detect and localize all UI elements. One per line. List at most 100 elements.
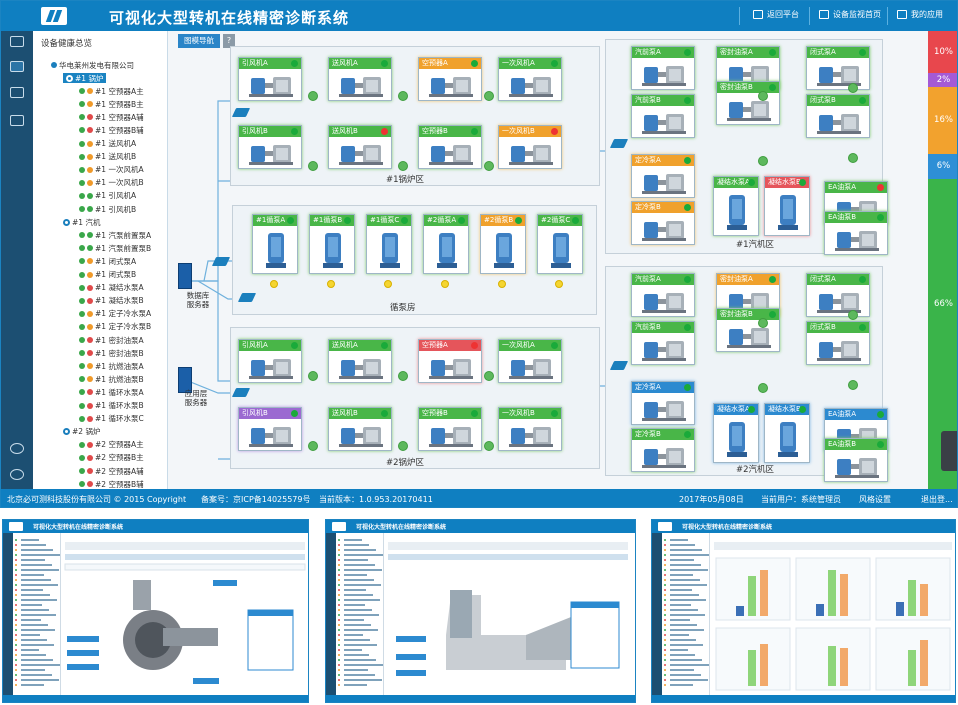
tree-item[interactable]: #1 空预器B主 bbox=[79, 99, 144, 109]
list-icon[interactable] bbox=[10, 61, 24, 72]
equipment-card[interactable]: 凝结水泵A bbox=[713, 176, 759, 236]
equipment-card[interactable]: EA油泵B bbox=[824, 211, 888, 255]
equipment-card[interactable]: 汽前泵A bbox=[631, 273, 695, 317]
equipment-card[interactable]: #1循泵C bbox=[366, 214, 412, 274]
tree-item[interactable]: #2 空预器A主 bbox=[79, 440, 144, 450]
tree-group[interactable]: #2 锅炉 bbox=[63, 427, 100, 437]
equipment-card[interactable]: 引风机A bbox=[238, 57, 302, 101]
health-segment[interactable]: 2% bbox=[928, 73, 957, 87]
equipment-card[interactable]: #2循泵A bbox=[423, 214, 469, 274]
equipment-card[interactable]: 空预器A bbox=[418, 57, 482, 101]
status-dot bbox=[79, 468, 85, 474]
device-monitor-home-button[interactable]: 设备监视首页 bbox=[819, 9, 881, 20]
tree-item[interactable]: #1 循环水泵B bbox=[79, 401, 144, 411]
equipment-card[interactable]: #1循泵A bbox=[252, 214, 298, 274]
tree-item[interactable]: #1 密封油泵A bbox=[79, 335, 144, 345]
tree-item[interactable]: #1 定子冷水泵A bbox=[79, 309, 151, 319]
equipment-card[interactable]: 一次风机B bbox=[498, 125, 562, 169]
status-dot bbox=[799, 179, 806, 186]
equipment-card[interactable]: 空预器B bbox=[418, 407, 482, 451]
tree-item[interactable]: #1 送风机A bbox=[79, 139, 136, 149]
equipment-card[interactable]: #2循泵B bbox=[480, 214, 526, 274]
status-dot bbox=[664, 604, 666, 606]
health-segment[interactable]: 6% bbox=[928, 154, 957, 179]
equipment-card[interactable]: #2循泵C bbox=[537, 214, 583, 274]
equipment-card[interactable]: 一次风机A bbox=[498, 57, 562, 101]
equipment-card[interactable]: 凝结水泵B bbox=[764, 176, 810, 236]
tree-item[interactable]: #1 抗燃油泵A bbox=[79, 361, 144, 371]
tree-item[interactable]: #1 空预器A辅 bbox=[79, 112, 144, 122]
equipment-card[interactable]: 送风机B bbox=[328, 125, 392, 169]
tree-item[interactable]: #1 抗燃油泵B bbox=[79, 374, 144, 384]
tree-item[interactable]: #1 凝结水泵B bbox=[79, 296, 144, 306]
tree-item[interactable]: #1 引风机A bbox=[79, 191, 136, 201]
health-segment[interactable]: 16% bbox=[928, 87, 957, 154]
tree-root[interactable]: 华电莱州发电有限公司 bbox=[51, 60, 134, 70]
equipment-card[interactable]: 凝结水泵B bbox=[764, 403, 810, 463]
style-settings-button[interactable]: 风格设置 bbox=[859, 495, 891, 504]
tree-item[interactable]: #1 汽泵前置泵B bbox=[79, 243, 151, 253]
equipment-card[interactable]: 送风机A bbox=[328, 339, 392, 383]
home-icon[interactable] bbox=[10, 36, 24, 47]
tree-group[interactable]: #1 汽机 bbox=[63, 217, 100, 227]
equipment-card[interactable]: 汽前泵B bbox=[631, 321, 695, 365]
back-platform-button[interactable]: 返回平台 bbox=[753, 9, 799, 20]
power-icon[interactable] bbox=[10, 443, 24, 454]
equipment-card[interactable]: 闭式泵B bbox=[806, 94, 870, 138]
thumb-tree-line bbox=[21, 569, 59, 571]
thumb-tree-line bbox=[670, 669, 694, 671]
help-icon[interactable]: ? bbox=[223, 34, 235, 48]
equipment-card[interactable]: 引风机B bbox=[238, 125, 302, 169]
equipment-card[interactable]: EA油泵B bbox=[824, 438, 888, 482]
tree-item[interactable]: #1 闭式泵B bbox=[79, 270, 136, 280]
equipment-card[interactable]: 闭式泵B bbox=[806, 321, 870, 365]
image-icon[interactable] bbox=[10, 115, 24, 126]
equipment-card[interactable]: 汽前泵B bbox=[631, 94, 695, 138]
equipment-card[interactable]: 送风机B bbox=[328, 407, 392, 451]
equipment-card[interactable]: 汽前泵A bbox=[631, 46, 695, 90]
tree-item[interactable]: #1 密封油泵B bbox=[79, 348, 144, 358]
equipment-card[interactable]: 空预器A bbox=[418, 339, 482, 383]
info-icon[interactable] bbox=[10, 469, 24, 480]
tree-item[interactable]: #1 送风机B bbox=[79, 152, 136, 162]
equipment-card[interactable]: 定冷泵B bbox=[631, 428, 695, 472]
equipment-card[interactable]: 密封油泵B bbox=[716, 81, 780, 125]
status-dot bbox=[87, 140, 93, 147]
equipment-card[interactable]: 凝结水泵A bbox=[713, 403, 759, 463]
tree-item[interactable]: #1 一次风机A bbox=[79, 165, 144, 175]
tree-item[interactable]: #1 汽泵前置泵A bbox=[79, 230, 151, 240]
equipment-card[interactable]: 送风机A bbox=[328, 57, 392, 101]
health-segment[interactable]: 10% bbox=[928, 31, 957, 73]
status-dot bbox=[15, 669, 17, 671]
diagram-nav-tab[interactable]: 图模导航 bbox=[178, 34, 220, 48]
equipment-card[interactable]: 一次风机A bbox=[498, 339, 562, 383]
equipment-card[interactable]: 密封油泵B bbox=[716, 308, 780, 352]
equipment-card[interactable]: 一次风机B bbox=[498, 407, 562, 451]
tree-item[interactable]: #1 空预器B辅 bbox=[79, 125, 144, 135]
logout-button[interactable]: 退出登... bbox=[921, 495, 953, 504]
equipment-card[interactable]: #1循泵B bbox=[309, 214, 355, 274]
tree-item[interactable]: #1 凝结水泵A bbox=[79, 283, 144, 293]
tree-item[interactable]: #1 闭式泵A bbox=[79, 256, 136, 266]
equipment-card[interactable]: 空预器B bbox=[418, 125, 482, 169]
equipment-card[interactable]: 定冷泵B bbox=[631, 201, 695, 245]
tree-item[interactable]: #2 空预器B辅 bbox=[79, 479, 144, 489]
side-toggle-button[interactable] bbox=[941, 431, 957, 471]
tree-item[interactable]: #2 空预器A辅 bbox=[79, 466, 144, 476]
equipment-card[interactable]: 引风机A bbox=[238, 339, 302, 383]
layers-icon[interactable] bbox=[10, 87, 24, 98]
equipment-card[interactable]: 定冷泵A bbox=[631, 381, 695, 425]
equipment-card[interactable]: 闭式泵A bbox=[806, 46, 870, 90]
equipment-card[interactable]: 定冷泵A bbox=[631, 154, 695, 198]
equipment-card[interactable]: 闭式泵A bbox=[806, 273, 870, 317]
tree-item[interactable]: #1 引风机B bbox=[79, 204, 136, 214]
equipment-card[interactable]: 引风机B bbox=[238, 407, 302, 451]
tree-item[interactable]: #2 空预器B主 bbox=[79, 453, 144, 463]
tree-item[interactable]: #1 定子冷水泵B bbox=[79, 322, 151, 332]
tree-item[interactable]: #1 一次风机B bbox=[79, 178, 144, 188]
tree-item[interactable]: #1 循环水泵A bbox=[79, 387, 144, 397]
tree-item[interactable]: #1 空预器A主 bbox=[79, 86, 144, 96]
my-apps-button[interactable]: 我的应用 bbox=[897, 9, 943, 20]
tree-item[interactable]: #1 循环水泵C bbox=[79, 414, 144, 424]
tree-group[interactable]: #1 锅炉 bbox=[63, 73, 107, 83]
